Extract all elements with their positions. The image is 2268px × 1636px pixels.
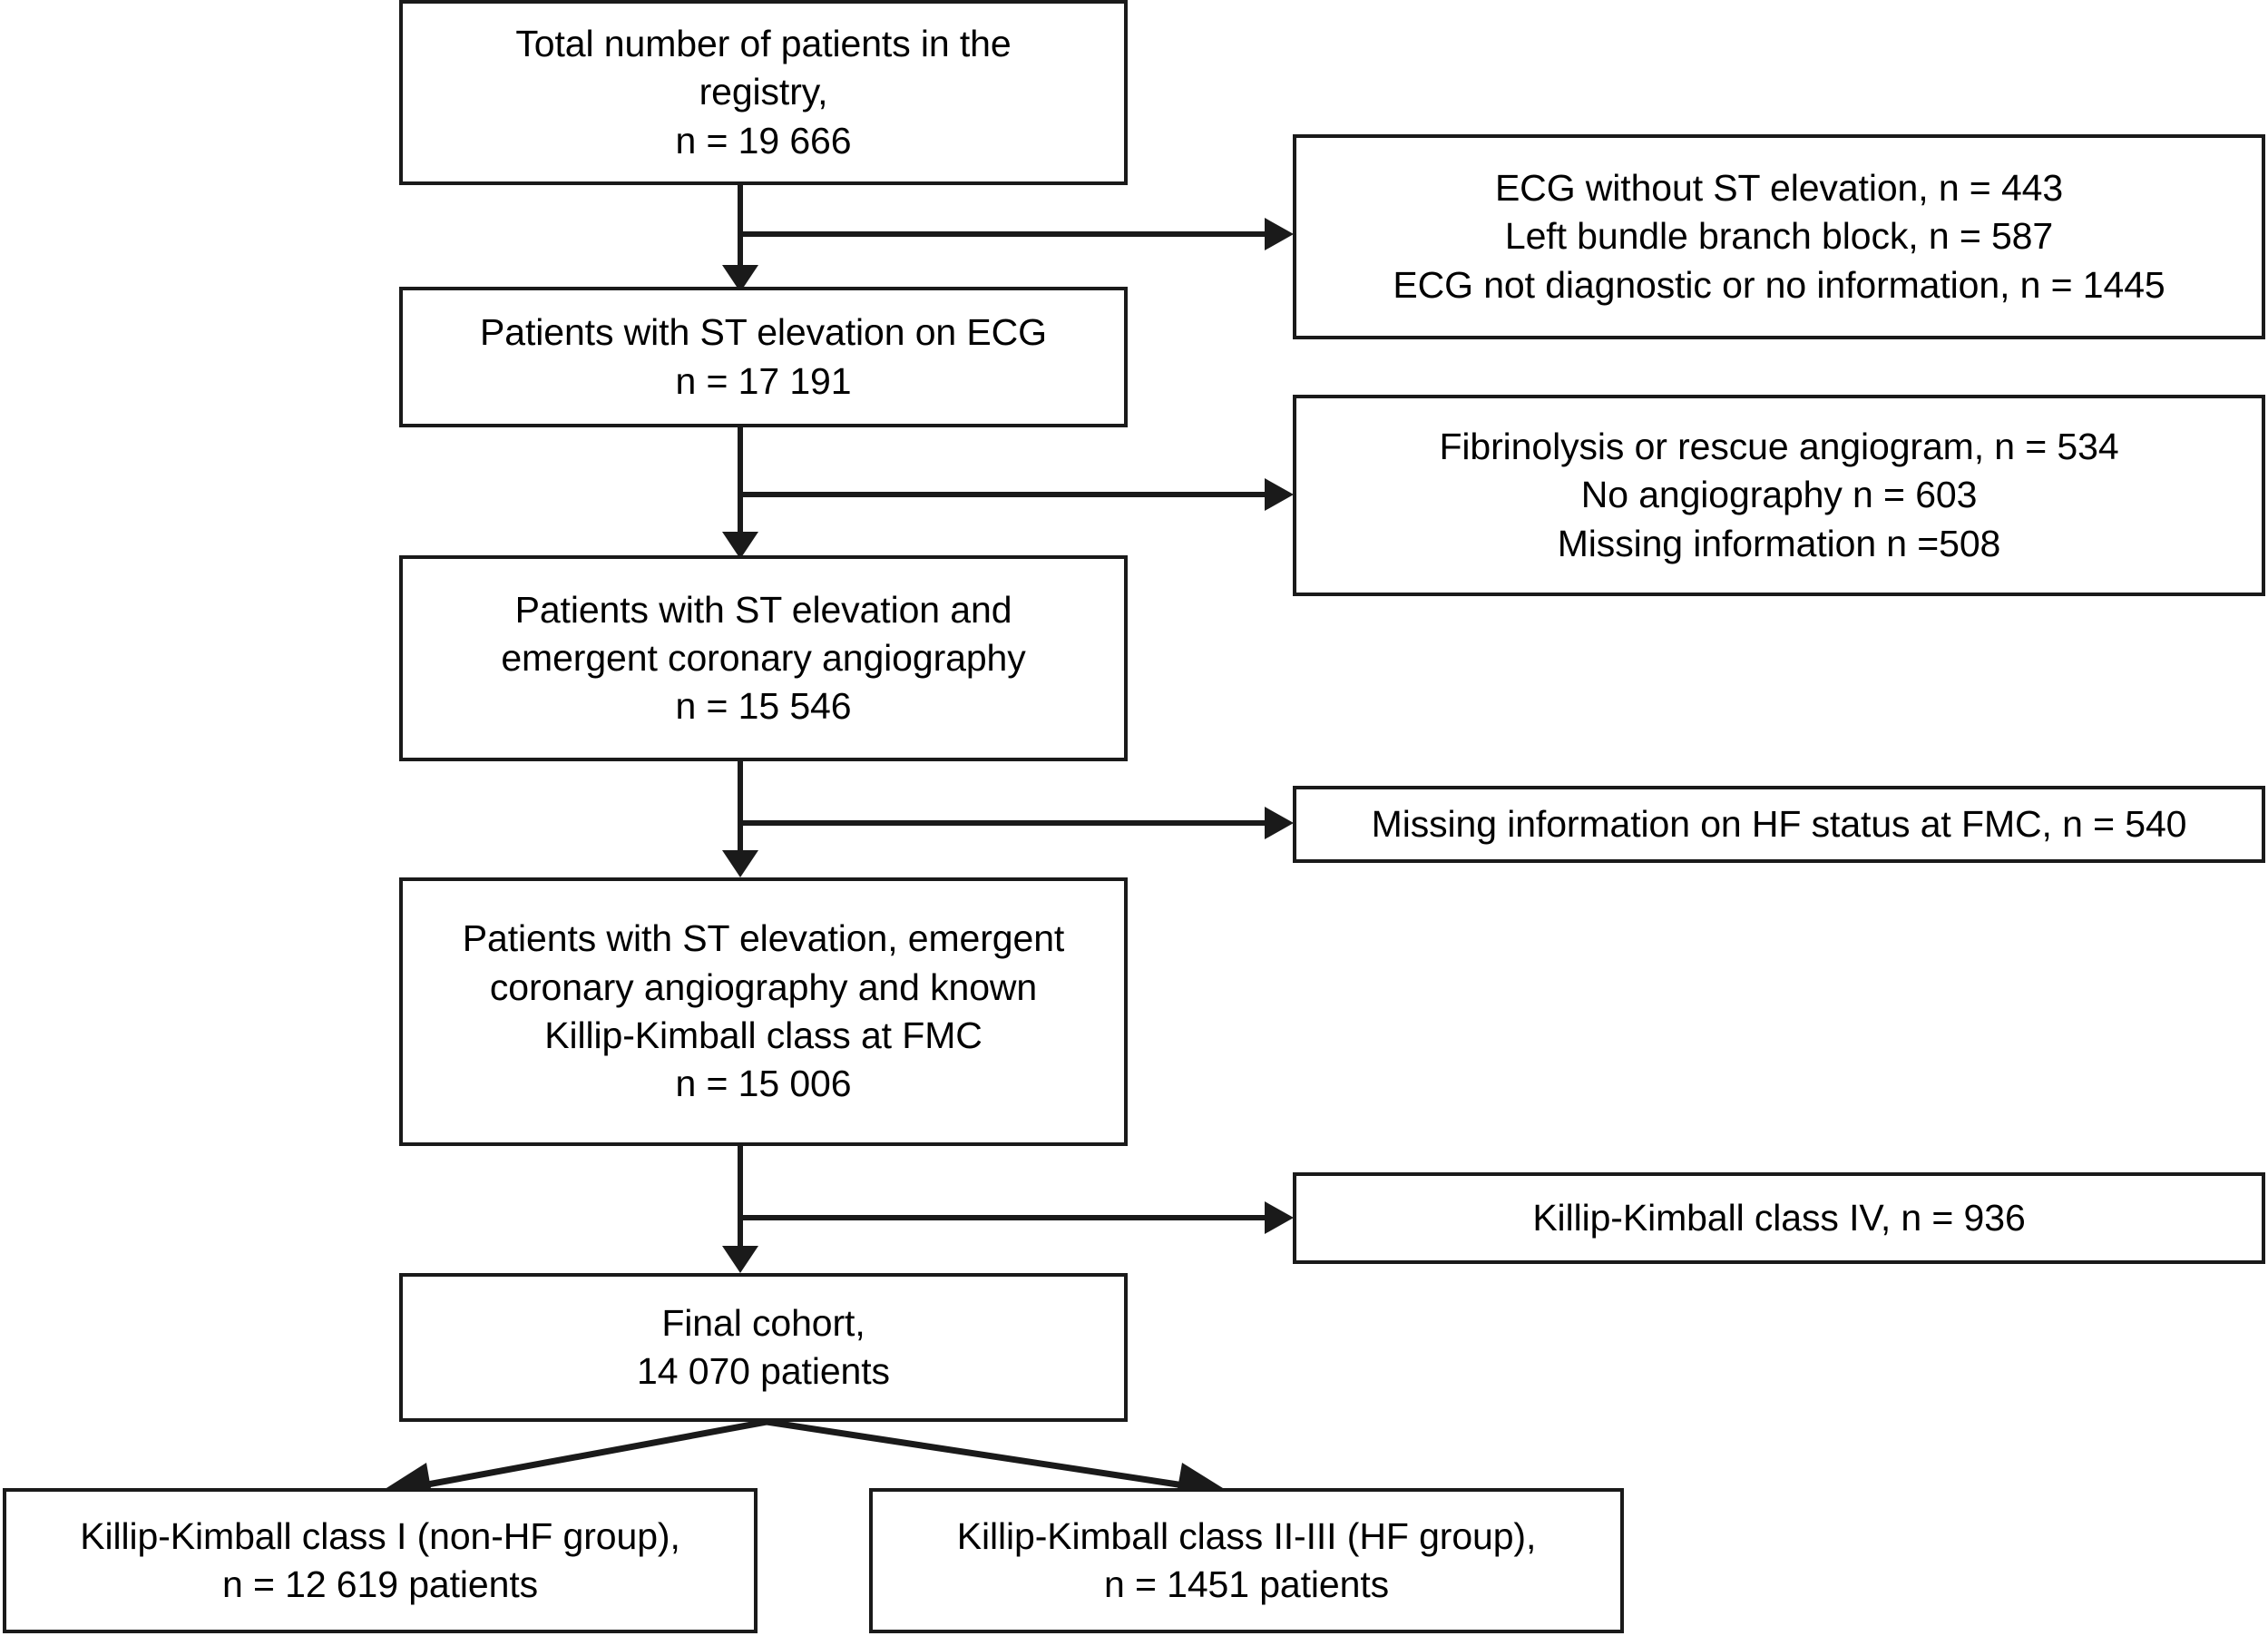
node-group-non-hf: Killip-Kimball class I (non-HF group), n… xyxy=(3,1488,758,1633)
connector-killip-to-final xyxy=(722,1145,1294,1273)
node-line: Missing information n =508 xyxy=(1557,522,2001,564)
node-line: Killip-Kimball class at FMC xyxy=(544,1014,982,1056)
node-line: Missing information on HF status at FMC,… xyxy=(1371,802,2187,845)
connector-total-to-stelev xyxy=(722,183,1294,292)
node-line: n = 15 546 xyxy=(675,685,852,728)
node-st-elevation-ecg: Patients with ST elevation on ECG n = 17… xyxy=(399,287,1128,427)
node-line: Killip-Kimball class II-III (HF group), xyxy=(956,1514,1537,1557)
node-line: 14 070 patients xyxy=(637,1350,890,1392)
connector-stelev-to-angio xyxy=(722,426,1294,559)
node-line: Patients with ST elevation on ECG xyxy=(480,311,1047,354)
node-line: coronary angiography and known xyxy=(489,965,1038,1008)
node-line: Killip-Kimball class IV, n = 936 xyxy=(1532,1196,2026,1239)
node-final-cohort: Final cohort, 14 070 patients xyxy=(399,1273,1128,1422)
node-exclusion-hf-status: Missing information on HF status at FMC,… xyxy=(1293,786,2265,863)
node-line: Killip-Kimball class I (non-HF group), xyxy=(80,1514,680,1557)
node-line: ECG not diagnostic or no information, n … xyxy=(1393,263,2165,306)
node-line: n = 15 006 xyxy=(675,1063,852,1105)
node-line: emergent coronary angiography xyxy=(501,636,1026,679)
node-st-elevation-angiography: Patients with ST elevation and emergent … xyxy=(399,555,1128,761)
node-line: Patients with ST elevation and xyxy=(514,588,1012,631)
node-line: Total number of patients in the xyxy=(515,23,1012,65)
node-line: ECG without ST elevation, n = 443 xyxy=(1494,167,2064,210)
node-total-registry: Total number of patients in the registry… xyxy=(399,0,1128,185)
connector-angio-to-killip xyxy=(722,760,1294,877)
node-known-killip-class: Patients with ST elevation, emergent cor… xyxy=(399,877,1128,1146)
node-line: Left bundle branch block, n = 587 xyxy=(1504,215,2054,258)
node-line: Fibrinolysis or rescue angiogram, n = 53… xyxy=(1439,426,2119,468)
node-line: No angiography n = 603 xyxy=(1580,474,1978,516)
node-line: Final cohort, xyxy=(661,1301,865,1344)
node-line: registry, xyxy=(699,71,828,113)
node-line: Patients with ST elevation, emergent xyxy=(462,917,1065,960)
node-line: n = 19 666 xyxy=(675,119,852,162)
node-line: n = 12 619 patients xyxy=(221,1563,539,1605)
node-line: n = 17 191 xyxy=(675,359,852,402)
node-exclusion-killip-iv: Killip-Kimball class IV, n = 936 xyxy=(1293,1172,2265,1264)
node-exclusion-ecg: ECG without ST elevation, n = 443 Left b… xyxy=(1293,134,2265,339)
node-group-hf: Killip-Kimball class II-III (HF group), … xyxy=(869,1488,1624,1633)
node-line: n = 1451 patients xyxy=(1103,1563,1390,1605)
node-exclusion-angiography: Fibrinolysis or rescue angiogram, n = 53… xyxy=(1293,395,2265,596)
